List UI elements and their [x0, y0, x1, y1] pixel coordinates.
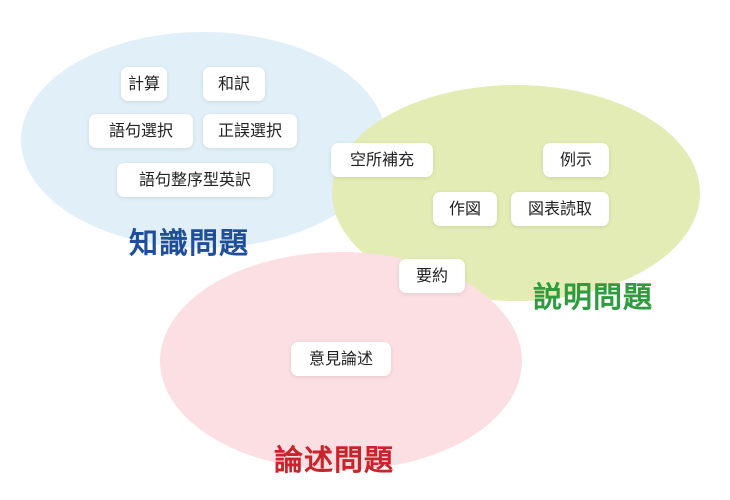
item-yoyaku: 要約 — [399, 259, 465, 293]
explanation-question-label: 説明問題 — [533, 280, 654, 314]
essay-question-label: 論述問題 — [274, 443, 395, 477]
item-sakuzu: 作図 — [433, 192, 497, 226]
item-iken-ronjutsu: 意見論述 — [291, 342, 391, 376]
item-goku-sentaku: 語句選択 — [89, 114, 193, 148]
item-keisan: 計算 — [121, 67, 167, 101]
item-reiji: 例示 — [543, 143, 609, 177]
item-kusho-hoju: 空所補充 — [331, 143, 433, 177]
knowledge-question-label: 知識問題 — [129, 226, 250, 260]
item-wayaku: 和訳 — [203, 67, 265, 101]
item-zuhyo-dokutori: 図表読取 — [511, 192, 609, 226]
item-goku-seijo-eiyaku: 語句整序型英訳 — [117, 163, 273, 197]
item-seigo-sentaku: 正誤選択 — [203, 114, 297, 148]
